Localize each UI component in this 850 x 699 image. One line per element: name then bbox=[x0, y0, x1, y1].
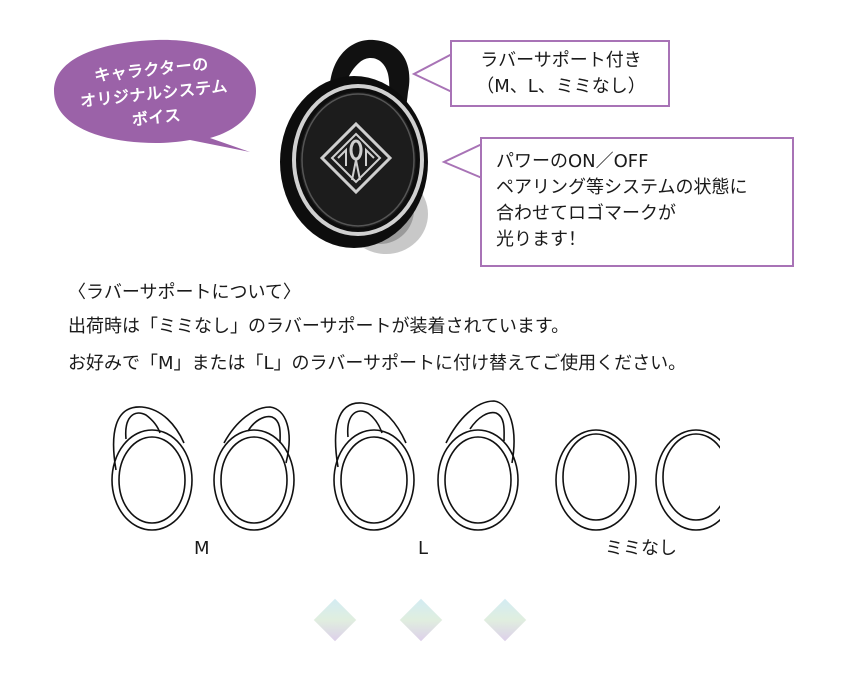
callout-2-line-4: 光ります！ bbox=[496, 229, 586, 250]
ear-tip-medium-icon bbox=[111, 406, 193, 531]
callout-rubber-support: ラバーサポート付き （M、L、ミミなし） bbox=[450, 40, 670, 107]
diamond-decoration-icon bbox=[313, 598, 357, 642]
logo-mark-icon bbox=[319, 121, 393, 195]
size-label-m: M bbox=[194, 538, 210, 559]
callout-1-pointer bbox=[410, 52, 454, 100]
callout-2-line-1: パワーのON／OFF bbox=[496, 151, 649, 172]
callout-2-line-2: ペアリング等システムの状態に bbox=[496, 177, 748, 198]
callout-1-line-2: （M、L、ミミなし） bbox=[476, 76, 646, 97]
callout-1-line-1: ラバーサポート付き bbox=[480, 50, 642, 71]
size-label-none: ミミなし bbox=[605, 538, 677, 559]
speech-bubble-shape bbox=[54, 39, 256, 152]
character-voice-bubble: キャラクターの オリジナルシステム ボイス bbox=[50, 36, 262, 152]
shipping-note: 出荷時は「ミミなし」のラバーサポートが装着されています。 bbox=[68, 316, 570, 337]
ear-tip-large-icon bbox=[437, 400, 519, 531]
diamond-decoration-icon bbox=[483, 598, 527, 642]
callout-2-line-3: 合わせてロゴマークが bbox=[496, 203, 676, 224]
replace-note: お好みで「M」または「L」のラバーサポートに付け替えてご使用ください。 bbox=[68, 353, 687, 374]
ear-tip-medium-icon bbox=[213, 406, 295, 531]
size-label-l: L bbox=[418, 538, 429, 559]
ear-tips-diagram bbox=[111, 400, 720, 531]
callout-2-pointer bbox=[440, 140, 484, 188]
diamond-decoration-icon bbox=[399, 598, 443, 642]
ear-tip-none-icon bbox=[555, 429, 637, 531]
earbud-illustration bbox=[268, 32, 438, 260]
ear-tip-none-icon bbox=[655, 429, 720, 531]
callout-logo-light: パワーのON／OFF ペアリング等システムの状態に 合わせてロゴマークが 光りま… bbox=[480, 137, 794, 267]
ear-tip-large-icon bbox=[333, 402, 415, 531]
section-title: 〈ラバーサポートについて〉 bbox=[68, 282, 301, 303]
